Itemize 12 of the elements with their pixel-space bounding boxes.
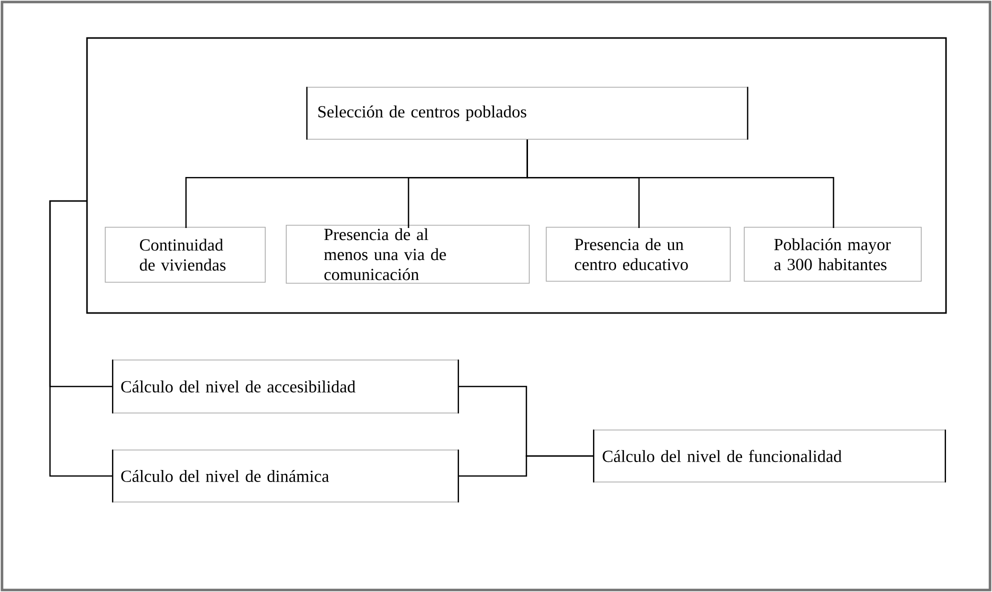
- step-box: Cálculo del nivel de funcionalidad: [593, 430, 946, 482]
- step-box: Cálculo del nivel de accesibilidad: [112, 360, 459, 414]
- criterion-box: Presencia de un centro educativo: [546, 226, 731, 282]
- criterion-box: Continuidad de viviendas: [104, 226, 266, 283]
- connector-line: [526, 140, 834, 228]
- connector-line: [49, 200, 113, 477]
- criterion-box: Presencia de al menos una via de comunicación: [286, 224, 530, 284]
- criterion-box: Población mayor a 300 habitantes: [744, 226, 922, 282]
- step-box: Cálculo del nivel de dinámica: [112, 450, 459, 502]
- connector-line: [458, 455, 594, 477]
- step-box: Selección de centros poblados: [306, 86, 748, 140]
- group-frame: [86, 37, 947, 314]
